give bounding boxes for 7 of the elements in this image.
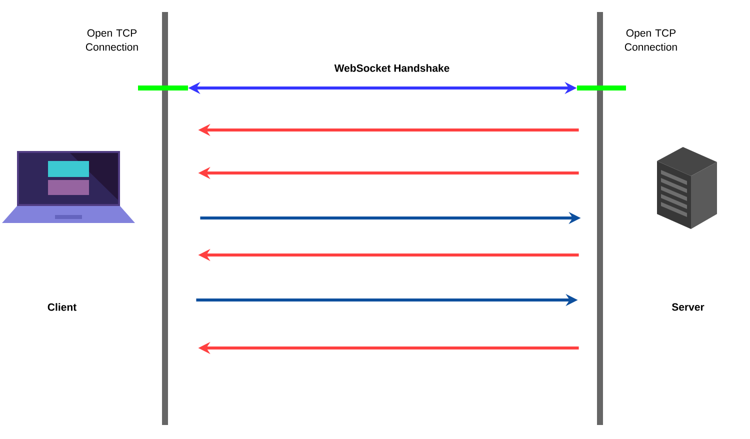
lifeline <box>597 12 603 425</box>
lifeline <box>162 12 168 425</box>
text-label: Client <box>48 303 76 311</box>
edge-label: WebSocket Handshake <box>334 64 450 72</box>
text-label: Open TCP Connection <box>624 29 677 51</box>
text-label: Open TCP Connection <box>86 29 138 51</box>
text-label: Server <box>672 303 704 311</box>
